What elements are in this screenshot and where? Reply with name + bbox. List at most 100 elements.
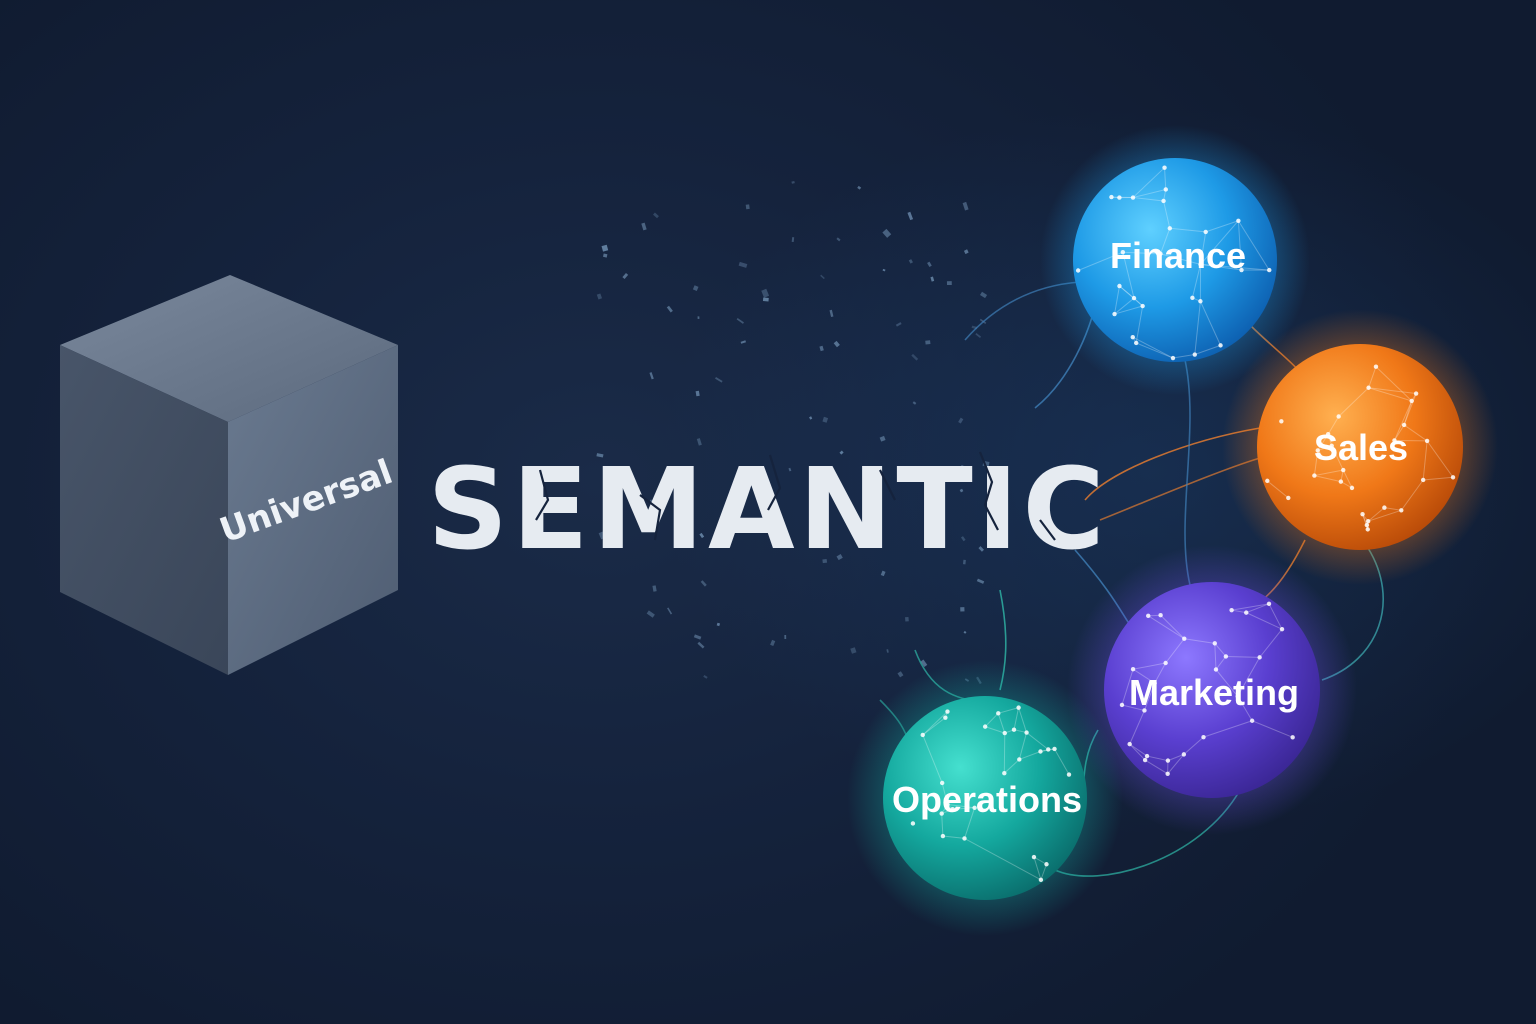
mesh-node xyxy=(1117,283,1122,289)
mesh-node xyxy=(1163,187,1168,192)
mesh-node xyxy=(1213,667,1219,672)
mesh-link xyxy=(1200,231,1207,265)
particle xyxy=(692,285,699,292)
particle xyxy=(666,305,673,313)
finance-sphere xyxy=(1073,158,1277,362)
particle xyxy=(976,578,985,584)
operations-sphere xyxy=(883,696,1087,900)
node-operations: Operations xyxy=(847,660,1123,936)
mesh-link xyxy=(1394,424,1405,441)
mesh-link xyxy=(1160,228,1171,255)
mesh-node xyxy=(1382,505,1387,510)
mesh-node xyxy=(1424,438,1430,444)
particle xyxy=(703,674,708,679)
mesh-node xyxy=(1290,735,1295,740)
particle xyxy=(927,261,932,268)
particle xyxy=(925,340,931,345)
particle xyxy=(745,204,750,210)
mesh-link xyxy=(1132,197,1164,202)
mesh-link xyxy=(1231,609,1247,614)
mesh-link xyxy=(1422,440,1428,481)
mesh-link xyxy=(1033,856,1047,865)
mesh-link xyxy=(947,804,975,809)
mesh-node xyxy=(1338,479,1344,484)
mesh-node xyxy=(1140,303,1145,309)
mesh-link xyxy=(1191,264,1201,298)
particle xyxy=(652,585,657,592)
mesh-link xyxy=(1077,251,1124,271)
mesh-node xyxy=(1286,495,1291,501)
mesh-node xyxy=(1024,730,1029,735)
mesh-link xyxy=(1246,612,1283,630)
cube-left-face xyxy=(60,345,228,675)
mesh-node xyxy=(1360,511,1365,517)
particle xyxy=(699,532,705,539)
particle xyxy=(646,610,655,618)
mesh-node xyxy=(940,833,946,839)
mesh-link xyxy=(1215,656,1227,670)
particle xyxy=(857,185,862,190)
mesh-node xyxy=(1031,854,1037,860)
particle xyxy=(742,491,747,498)
mesh-node xyxy=(1170,355,1176,361)
sales-sphere xyxy=(1257,344,1463,550)
mesh-link xyxy=(1033,856,1042,880)
mesh-link xyxy=(985,726,1005,734)
particle xyxy=(767,497,773,502)
mesh-link xyxy=(1144,759,1168,775)
mesh-link xyxy=(1368,387,1412,402)
mesh-link xyxy=(1154,662,1167,684)
mesh-node xyxy=(996,711,1001,716)
particle xyxy=(641,222,647,231)
node-finance: Finance xyxy=(1040,125,1310,395)
particle xyxy=(653,212,659,219)
mesh-link xyxy=(1225,655,1260,658)
mesh-link xyxy=(1132,336,1174,359)
mesh-node xyxy=(1229,607,1234,613)
mesh-link xyxy=(1426,440,1454,478)
particle-field xyxy=(596,180,990,685)
mesh-link xyxy=(1317,445,1332,451)
mesh-link xyxy=(1331,445,1344,471)
mesh-node xyxy=(1329,443,1334,449)
particle xyxy=(649,372,654,380)
mesh-link xyxy=(952,807,975,810)
mesh-link xyxy=(1393,400,1413,441)
particle xyxy=(716,622,721,627)
mesh-node xyxy=(920,732,925,738)
particle xyxy=(700,580,707,587)
particle xyxy=(882,268,886,272)
particle xyxy=(962,559,966,565)
mesh-link xyxy=(1237,657,1261,697)
particle xyxy=(912,401,917,405)
mesh-link xyxy=(1251,720,1293,738)
marketing-sphere xyxy=(1104,582,1320,798)
mesh-link xyxy=(1403,424,1428,442)
mesh-node xyxy=(1235,694,1240,699)
mesh-link xyxy=(1167,754,1185,775)
mesh-node xyxy=(1144,753,1150,759)
particle xyxy=(602,253,608,258)
mesh-link xyxy=(1342,469,1353,489)
universal-cube: Universal xyxy=(60,275,398,675)
operations-label: Operations xyxy=(892,779,1082,820)
mesh-node xyxy=(1016,705,1021,710)
particle xyxy=(619,479,627,488)
particle xyxy=(606,466,611,472)
mesh-link xyxy=(1018,707,1028,733)
mesh-node xyxy=(1190,295,1195,301)
mesh-link xyxy=(1338,387,1369,417)
mesh-node xyxy=(1158,613,1163,618)
particle xyxy=(897,671,904,678)
marketing-label: Marketing xyxy=(1129,672,1299,713)
mesh-node xyxy=(1239,267,1244,273)
mesh-node xyxy=(1409,398,1414,404)
mesh-node xyxy=(1038,877,1044,883)
mesh-link xyxy=(984,712,999,727)
mesh-node xyxy=(1279,626,1285,632)
mesh-node xyxy=(1212,641,1217,646)
headline-semantic: SEMANTIC xyxy=(427,445,1108,575)
mesh-link xyxy=(1215,669,1239,697)
node-marketing: Marketing xyxy=(1067,545,1357,835)
mesh-link xyxy=(1114,305,1143,315)
